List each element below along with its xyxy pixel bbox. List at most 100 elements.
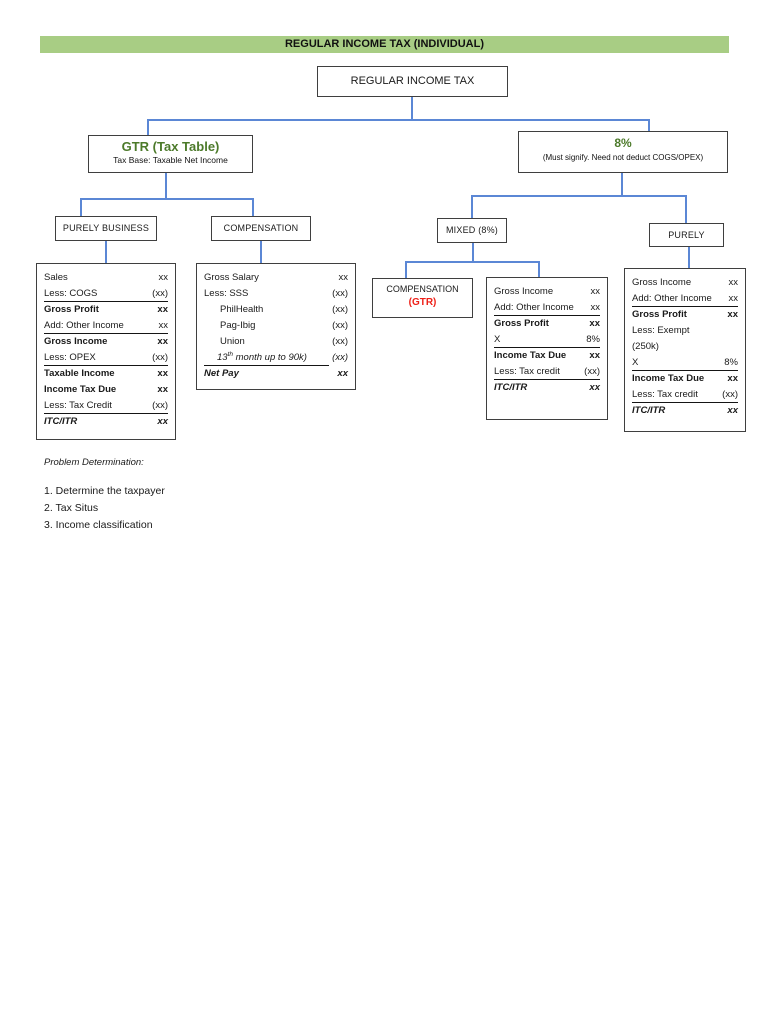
page-title-banner: REGULAR INCOME TAX (INDIVIDUAL) <box>40 36 729 53</box>
line-item-label: (250k) <box>632 341 659 352</box>
node-eight-percent: 8% (Must signify. Need not deduct COGS/O… <box>518 131 728 173</box>
line-item-value: (xx) <box>152 400 168 411</box>
line-item-label: Less: COGS <box>44 288 98 299</box>
line-item-value: (xx) <box>332 336 348 347</box>
connector-line <box>411 97 413 119</box>
line-item-row: Less: Tax Credit(xx) <box>44 398 168 414</box>
line-item-value: 8% <box>724 357 738 368</box>
line-item-row: Add: Other Income xx <box>494 300 600 316</box>
line-item-label: Sales <box>44 272 68 283</box>
line-item-label: X <box>494 334 501 345</box>
list-item: 1. Determine the taxpayer <box>44 485 165 497</box>
node-compensation: COMPENSATION <box>211 216 311 241</box>
line-item-row: Sales xx <box>44 270 168 286</box>
line-item-row: Pag-Ibig (xx) <box>204 318 348 334</box>
node-label: REGULAR INCOME TAX <box>350 75 475 87</box>
line-item-value: (xx) <box>332 320 348 331</box>
list-item: 3. Income classification <box>44 519 153 531</box>
line-item-value: xx <box>727 309 738 320</box>
line-item-label: PhilHealth <box>220 304 264 315</box>
line-item-value: xx <box>157 384 168 395</box>
line-item-value: xx <box>157 416 168 427</box>
line-item-label: Pag-Ibig <box>220 320 256 331</box>
line-item-row: Less: OPEX (xx) <box>44 350 168 366</box>
line-item-row: Less: SSS (xx) <box>204 286 348 302</box>
line-item-value: (xx) <box>332 352 348 363</box>
line-item-label: Gross Profit <box>44 304 99 315</box>
line-item-row: Gross Income xx <box>44 334 168 350</box>
line-item-label: Less: Tax credit <box>494 366 560 377</box>
line-item-label: Income Tax Due <box>494 350 567 361</box>
connector-line <box>621 172 623 197</box>
line-item-value: xx <box>589 382 600 393</box>
line-item-row: X 8% <box>632 355 738 371</box>
line-item-label: Gross Salary <box>204 272 259 283</box>
line-item-row: Less: Tax credit(xx) <box>632 387 738 403</box>
node-subtitle: (Must signify. Need not deduct COGS/OPEX… <box>542 153 704 162</box>
line-item-label: Less: OPEX <box>44 352 96 363</box>
line-item-value: xx <box>157 336 168 347</box>
connector-line <box>405 261 407 279</box>
line-item-row: Less: Exempt <box>632 323 738 339</box>
connector-line <box>471 195 473 219</box>
line-item-label: Gross Profit <box>632 309 687 320</box>
list-item: 2. Tax Situs <box>44 502 99 514</box>
connector-line <box>472 242 474 263</box>
connector-line <box>688 246 690 269</box>
connector-line <box>538 261 540 278</box>
line-item-label: Income Tax Due <box>44 384 117 395</box>
line-item-label: Gross Income <box>632 277 692 288</box>
line-item-label: Add: Other Income <box>494 302 574 313</box>
line-item-label: ITC/ITR <box>44 416 78 427</box>
line-item-row: Income Tax Due xx <box>632 371 738 387</box>
node-purely: PURELY <box>649 223 724 247</box>
line-item-value: (xx) <box>584 366 600 377</box>
line-item-row: PhilHealth(xx) <box>204 302 348 318</box>
line-item-row: Gross Profit xx <box>44 302 168 318</box>
line-item-label: Income Tax Due <box>632 373 705 384</box>
line-item-value: xx <box>727 373 738 384</box>
line-item-row: Less: Tax credit (xx) <box>494 364 600 380</box>
line-item-value: (xx) <box>332 288 348 299</box>
line-item-value: xx <box>158 272 169 283</box>
node-compensation-gtr: COMPENSATION (GTR) <box>372 278 473 318</box>
line-item-value: xx <box>590 286 601 297</box>
line-item-value: xx <box>590 302 601 313</box>
node-gtr-tax-table: GTR (Tax Table) Tax Base: Taxable Net In… <box>88 135 253 173</box>
line-item-label: X <box>632 357 639 368</box>
line-item-label: Union <box>220 336 245 347</box>
line-item-value: xx <box>728 277 739 288</box>
line-item-label: Less: SSS <box>204 288 249 299</box>
node-label: MIXED (8%) <box>445 225 498 235</box>
connector-line <box>252 198 254 217</box>
line-item-label: Add: Other Income <box>44 320 124 331</box>
line-item-label: Add: Other Income <box>632 293 712 304</box>
problem-determination-heading: Problem Determination: <box>44 457 144 468</box>
node-mixed-8-percent: MIXED (8%) <box>437 218 507 243</box>
connector-line <box>105 240 107 264</box>
line-item-value: xx <box>589 318 600 329</box>
line-item-label: Gross Income <box>44 336 108 347</box>
node-regular-income-tax: REGULAR INCOME TAX <box>317 66 508 97</box>
node-title: 8% <box>614 136 632 150</box>
line-item-value: xx <box>158 320 169 331</box>
node-label: PURELY <box>668 230 705 240</box>
line-item-row: Less: COGS(xx) <box>44 286 168 302</box>
connector-line <box>471 195 687 197</box>
line-item-value: (xx) <box>152 352 168 363</box>
connector-line <box>648 119 650 132</box>
node-title: GTR (Tax Table) <box>121 139 220 154</box>
line-item-label: ITC/ITR <box>632 405 666 416</box>
line-item-row: Gross Income xx <box>632 275 738 291</box>
line-item-value: xx <box>727 405 738 416</box>
line-item-label: Less: Tax credit <box>632 389 698 400</box>
line-item-row: ITC/ITR xx <box>632 403 738 419</box>
line-item-value: xx <box>157 304 168 315</box>
